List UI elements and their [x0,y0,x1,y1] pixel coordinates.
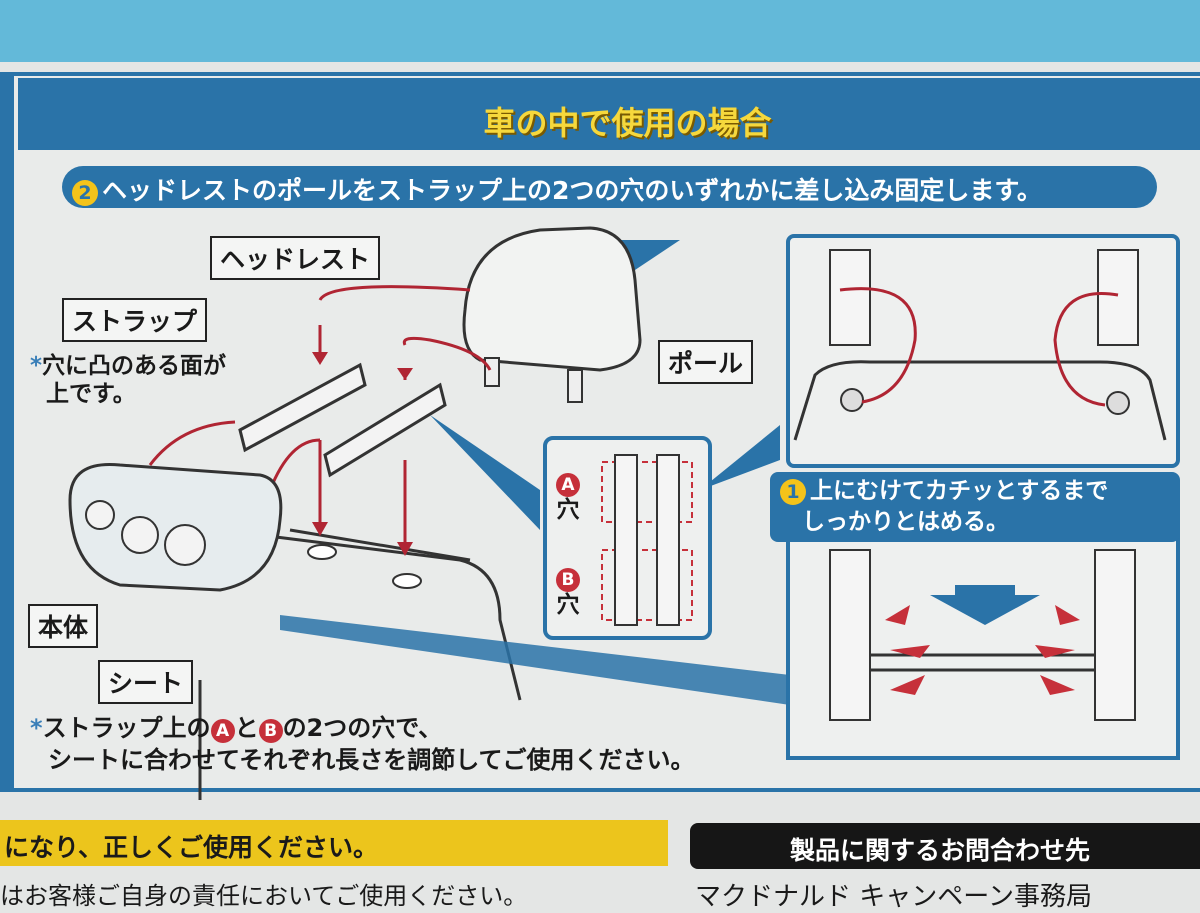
contact-banner: 製品に関するお問合わせ先 [690,823,1200,869]
strap-note: *穴に凸のある面が上です。 [30,353,227,407]
installation-diagram [68,226,1180,800]
panel-side-bar [0,72,14,792]
label-strap: ストラップ [62,298,208,342]
seat-outline [198,533,522,800]
header-band [18,78,1200,150]
top-strip [0,0,1200,62]
responsibility-text: はお客様ご自身の責任においてご使用ください。 [0,882,528,910]
click-diagram [786,234,1180,468]
label-headrest: ヘッドレスト [210,236,381,280]
strap-drawing [238,362,367,453]
headrest-drawing [462,226,642,372]
contact-name: マクドナルド キャンペーン事務局 [695,882,1092,912]
step-2-text: ヘッドレストのポールをストラップ上の2つの穴のいずれかに差し込み固定します。 [102,176,1042,205]
section-title: 車の中で使用の場合 [483,104,772,142]
label-seat: シート [98,660,194,704]
step-number: 2 [72,180,98,206]
label-body: 本体 [28,604,99,648]
down-arrow [930,585,1040,625]
caution-banner: になり、正しくご使用ください。 [0,820,668,866]
label-pole: ポール [658,340,754,384]
